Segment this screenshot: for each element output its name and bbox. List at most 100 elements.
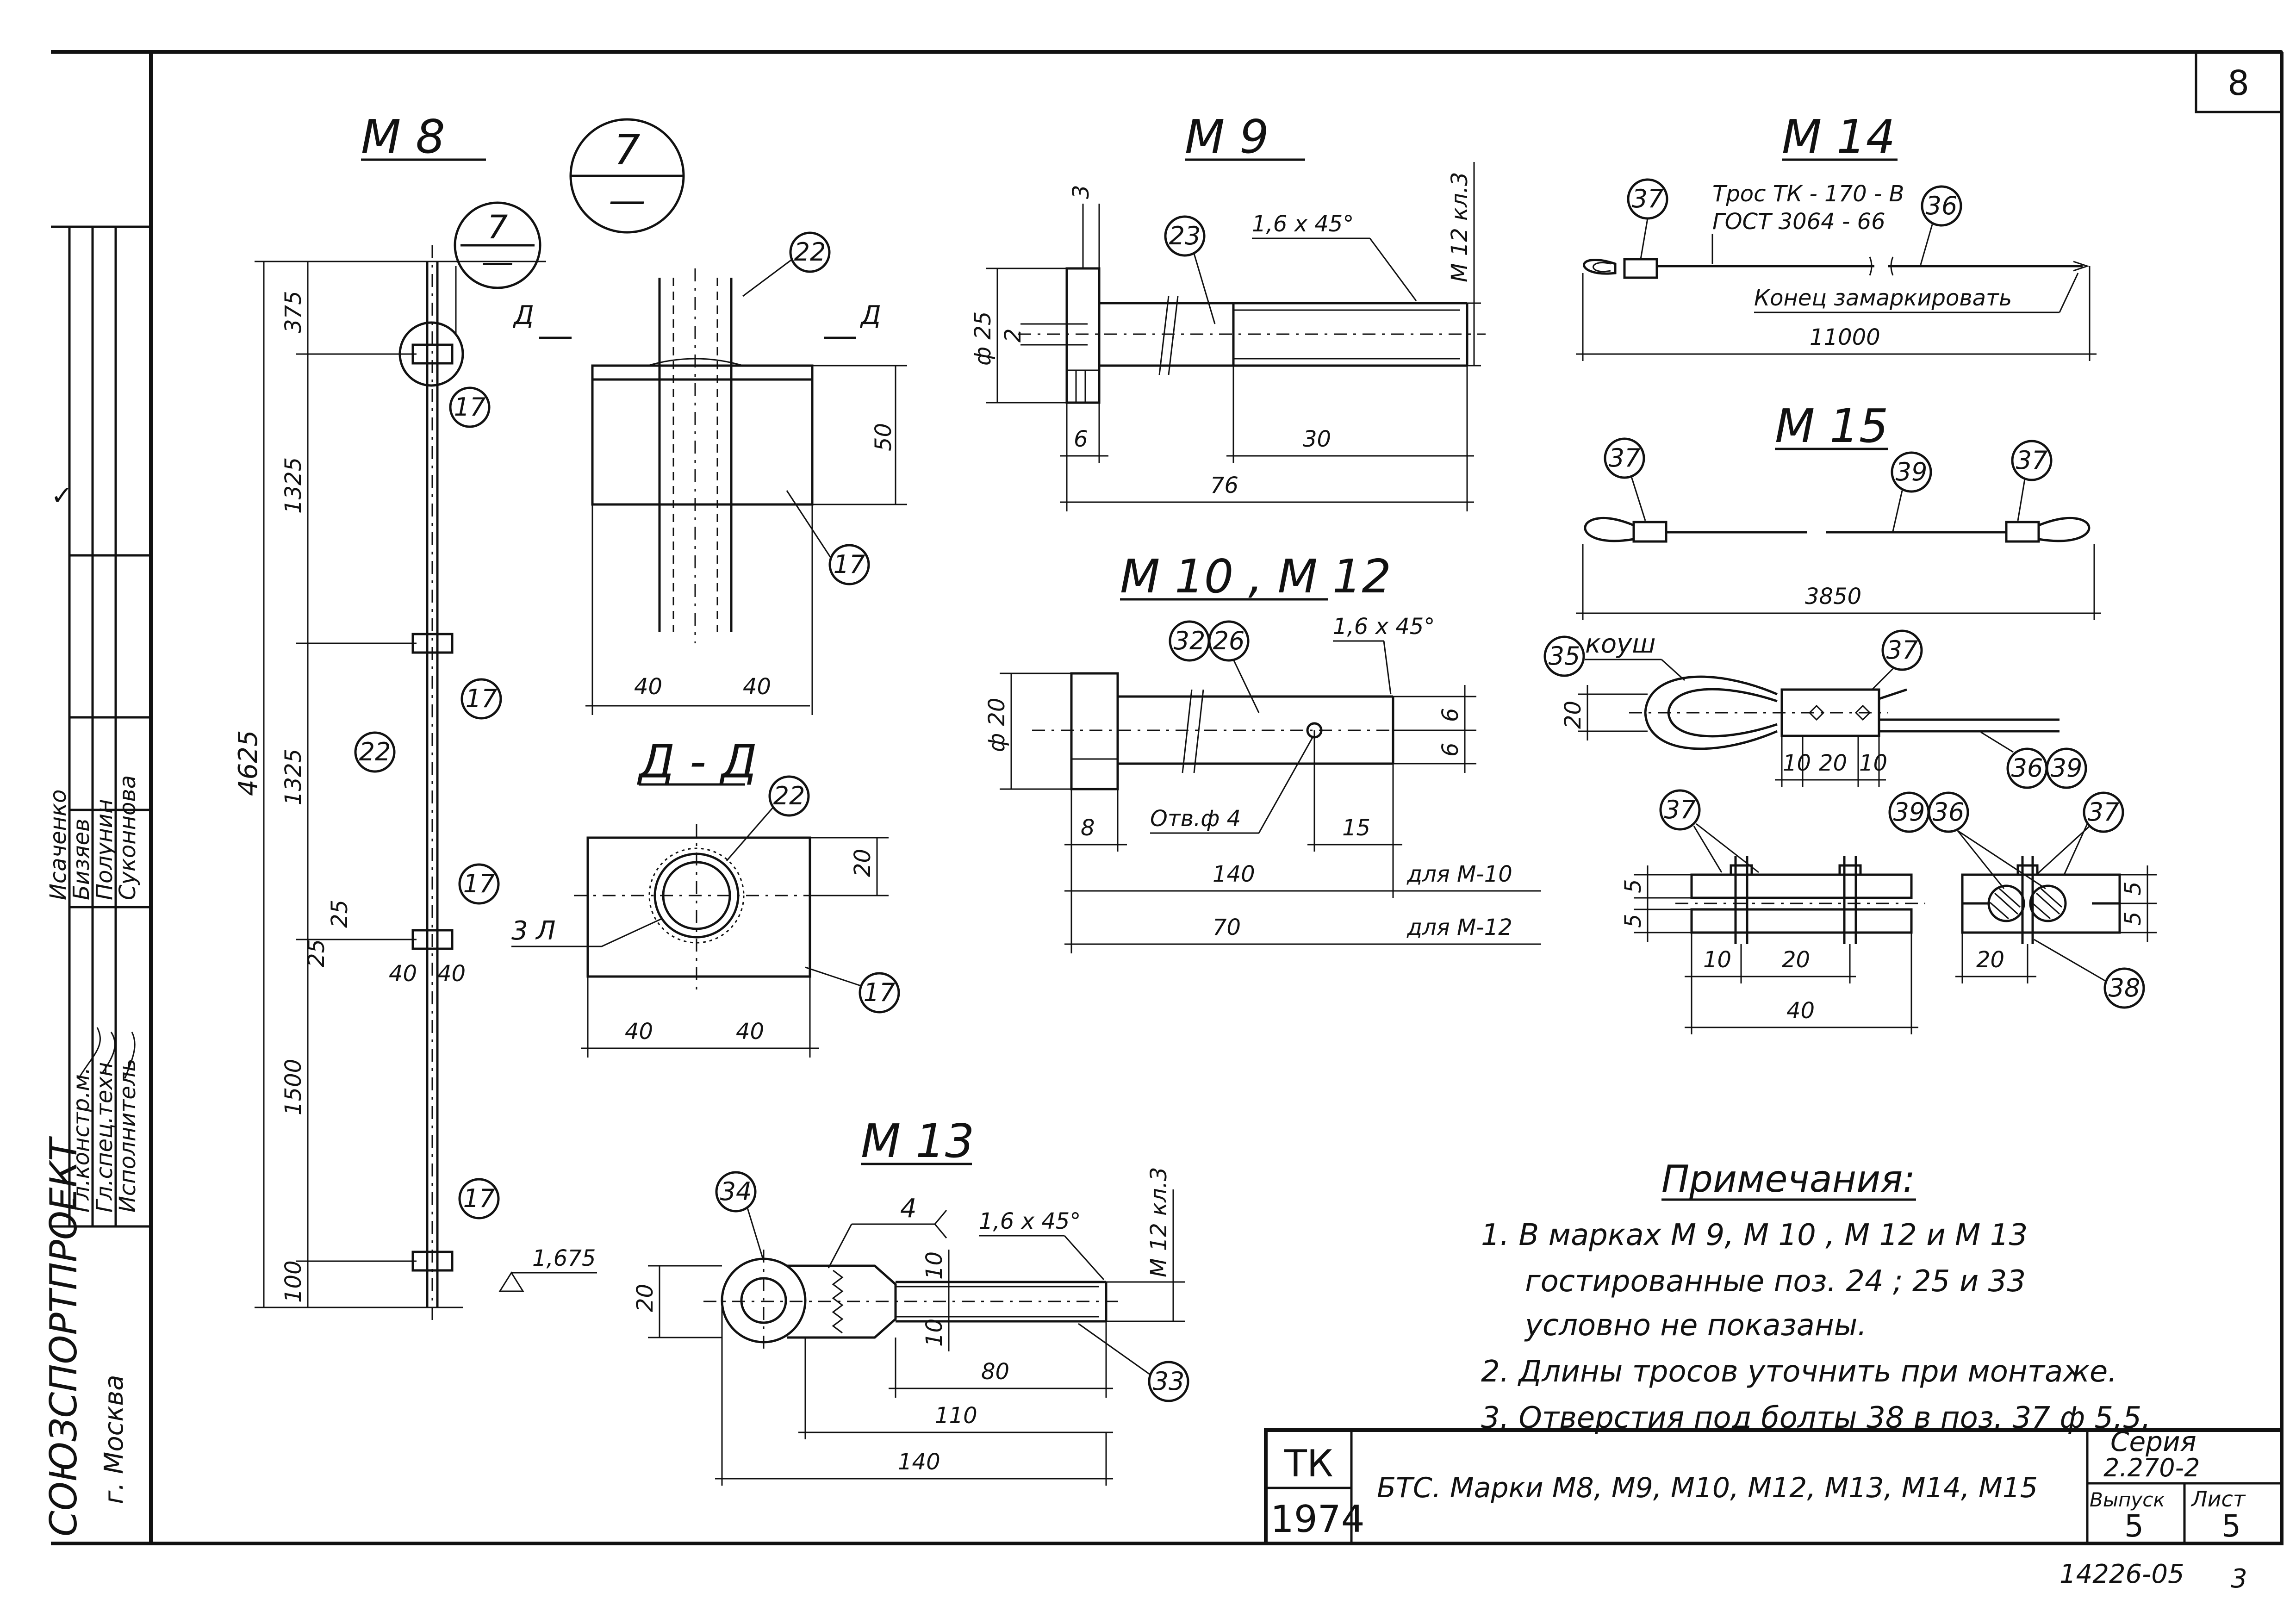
m13-title: М 13 bbox=[861, 1114, 974, 1168]
sheet-value: 5 bbox=[2221, 1508, 2241, 1544]
detail-dim-40a: 40 bbox=[634, 674, 662, 700]
name-bizyaev: Бизяев bbox=[68, 819, 94, 900]
thimble-dim-10b: 10 bbox=[1859, 750, 1887, 776]
page-number-box bbox=[2195, 50, 2283, 113]
m9-dim-2: 2 bbox=[1000, 328, 1026, 342]
m8-detail-view: 7 — Д Д 50 40 40 22 17 bbox=[512, 118, 907, 715]
m13-dim-140: 140 bbox=[898, 1449, 940, 1475]
m15-view: М 15 3850 37 39 37 bbox=[1576, 399, 2101, 620]
m8-bubble-17b: 17 bbox=[466, 684, 498, 713]
m14-cable-line1: Трос ТК - 170 - В bbox=[1712, 181, 1904, 207]
m9-dim-6: 6 bbox=[1074, 426, 1088, 452]
role-chief-designer: Гл.констр.м. bbox=[68, 1067, 94, 1213]
sheet-label: Лист bbox=[2190, 1487, 2246, 1512]
title-description: БТС. Марки М8, М9, М10, М12, М13, М14, М… bbox=[1377, 1472, 2038, 1504]
clamp-right-dim-5b: 5 bbox=[2120, 911, 2146, 926]
m8-view: М 8 7 — 375 1325 1325 1500 100 4625 25 bbox=[233, 110, 597, 1324]
title-tk: ТК bbox=[1284, 1442, 1333, 1485]
m14-dim-11000: 11000 bbox=[1810, 324, 1880, 350]
m13-bubble-34: 34 bbox=[720, 1177, 752, 1206]
thimble-dim-20: 20 bbox=[1560, 701, 1586, 729]
m8-bubble-17c: 17 bbox=[463, 869, 495, 898]
m13-dim-110: 110 bbox=[935, 1403, 977, 1429]
m8-dim-1500: 1500 bbox=[280, 1059, 306, 1115]
notes-line-2: гостированные поз. 24 ; 25 и 33 bbox=[1525, 1264, 2026, 1299]
name-polunin: Полунин bbox=[92, 799, 118, 900]
clamp-left-dim-5a: 5 bbox=[1620, 879, 1646, 893]
m10-title: М 10 , М 12 bbox=[1120, 549, 1391, 604]
m10-dim-6a: 6 bbox=[1437, 708, 1463, 722]
m8-dim-1325b: 1325 bbox=[280, 749, 306, 805]
m8-bubble-22: 22 bbox=[359, 737, 391, 766]
clamp-sections: 5 5 10 20 40 37 5 5 20 39 bbox=[1620, 789, 2157, 1034]
m10-chamfer: 1,6 x 45° bbox=[1333, 614, 1435, 640]
clamp-right-bubble-39: 39 bbox=[1893, 797, 1925, 827]
m13-view: М 13 20 10 10 80 110 140 bbox=[632, 1114, 1189, 1486]
notes-line-3: условно не показаны. bbox=[1524, 1308, 1867, 1343]
m10-label-m10: для М-10 bbox=[1406, 861, 1512, 887]
m8-callout-top: 7 bbox=[487, 208, 508, 246]
m10-bubble-32: 32 bbox=[1174, 626, 1206, 655]
role-executor: Исполнитель bbox=[115, 1058, 141, 1213]
m14-view: М 14 Трос ТК - 170 - В ГОСТ 3064 - 66 Ко… bbox=[1576, 110, 2097, 361]
dd-weld: 3 Л bbox=[511, 916, 556, 946]
section-mark-left: Д bbox=[512, 300, 534, 330]
m8-dim-25a: 25 bbox=[327, 900, 353, 928]
thimble-bubble-36: 36 bbox=[2011, 753, 2043, 783]
m9-title: М 9 bbox=[1185, 110, 1269, 164]
dd-dim-40b: 40 bbox=[736, 1019, 764, 1045]
m9-dim-30: 30 bbox=[1303, 426, 1331, 452]
clamp-right-bubble-36: 36 bbox=[1933, 797, 1965, 827]
m13-weld: 4 bbox=[900, 1194, 917, 1224]
m14-cable-line2: ГОСТ 3064 - 66 bbox=[1712, 209, 1885, 235]
page-number: 8 bbox=[2228, 63, 2249, 103]
clamp-right-bubble-37: 37 bbox=[2088, 797, 2120, 827]
m13-thread: М 12 кл.3 bbox=[1146, 1167, 1172, 1277]
m9-chamfer: 1,6 x 45° bbox=[1252, 211, 1354, 237]
role-chief-specialist: Гл.спец.техн bbox=[92, 1062, 118, 1213]
clamp-left-dim-40: 40 bbox=[1786, 998, 1815, 1024]
m13-chamfer: 1,6 x 45° bbox=[979, 1208, 1081, 1234]
dd-dim-20: 20 bbox=[850, 849, 876, 877]
clamp-right-dim-5a: 5 bbox=[2120, 881, 2146, 896]
m9-dim-d25: ф 25 bbox=[970, 311, 996, 366]
name-sukonnova: Суконнова bbox=[115, 775, 141, 900]
m10-m12-view: М 10 , М 12 ф 20 6 6 8 15 140 для М-10 bbox=[984, 549, 1541, 953]
side-stamp: СОЮЗСПОРТПРОЕКТ г. Москва Гл.констр.м. Г… bbox=[42, 225, 151, 1537]
m10-dim-140: 140 bbox=[1213, 861, 1255, 887]
m15-bubble-39: 39 bbox=[1896, 457, 1928, 486]
issue-label: Выпуск bbox=[2090, 1488, 2165, 1511]
signature-scribbles bbox=[78, 1027, 136, 1079]
notes-heading: Примечания: bbox=[1661, 1157, 1915, 1201]
m10-dim-8: 8 bbox=[1081, 815, 1095, 841]
m8-bubble-17d: 17 bbox=[463, 1184, 495, 1213]
detail-callout-bottom: — bbox=[609, 179, 646, 222]
m15-title: М 15 bbox=[1775, 399, 1888, 453]
m9-thread: М 12 кл.3 bbox=[1447, 172, 1473, 282]
m10-dim-70: 70 bbox=[1213, 915, 1241, 940]
m10-bubble-26: 26 bbox=[1213, 626, 1245, 655]
detail-bubble-17: 17 bbox=[834, 550, 865, 579]
m8-callout-circle bbox=[454, 201, 541, 289]
m8-dim-40a: 40 bbox=[389, 961, 417, 987]
m8-dim-40b: 40 bbox=[437, 961, 466, 987]
m8-dim-25b: 25 bbox=[304, 939, 330, 967]
clamp-left-dim-5b: 5 bbox=[1620, 914, 1646, 928]
thimble-bubble-37: 37 bbox=[1886, 635, 1918, 665]
m10-dim-15: 15 bbox=[1342, 815, 1370, 841]
m9-bubble-23: 23 bbox=[1169, 221, 1201, 250]
m10-hole: Отв.ф 4 bbox=[1150, 806, 1241, 832]
clamp-right-dim-20: 20 bbox=[1976, 947, 2004, 973]
thimble-label: коуш bbox=[1585, 629, 1655, 659]
detail-callout-top: 7 bbox=[614, 126, 640, 174]
m8-level: 1,675 bbox=[532, 1245, 596, 1271]
m10-dim-6b: 6 bbox=[1437, 742, 1463, 757]
thimble-dim-10a: 10 bbox=[1783, 750, 1811, 776]
organization-name: СОЮЗСПОРТПРОЕКТ bbox=[42, 1136, 85, 1537]
m14-title: М 14 bbox=[1782, 110, 1895, 164]
m14-end-note: Конец замаркировать bbox=[1754, 285, 2012, 311]
m8-dim-4625: 4625 bbox=[233, 730, 263, 796]
clamp-left-bubble-37: 37 bbox=[1664, 795, 1696, 824]
m15-bubble-37b: 37 bbox=[2016, 446, 2048, 475]
